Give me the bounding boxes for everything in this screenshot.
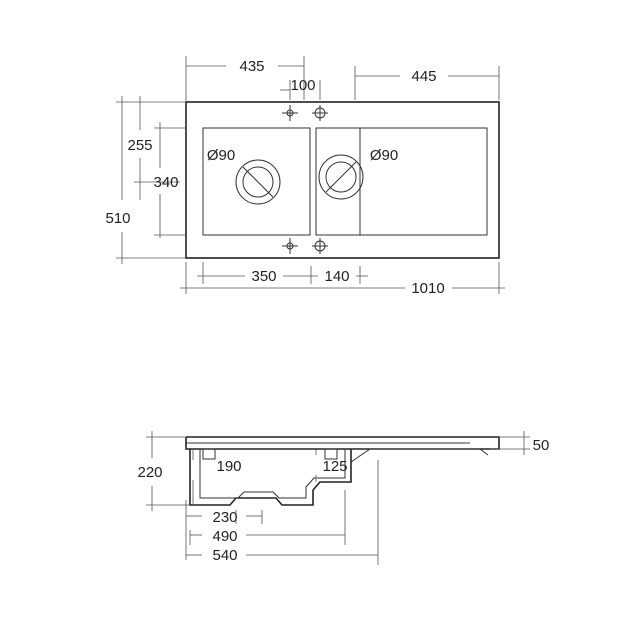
- right-waste-icon: [318, 154, 364, 200]
- plan-left-dimensions: [116, 96, 186, 264]
- dim-50: 50: [533, 437, 550, 454]
- dim-220: 220: [137, 464, 162, 481]
- dim-445: 445: [411, 68, 436, 85]
- dim-255: 255: [127, 137, 152, 154]
- section-dimensions: [146, 431, 530, 565]
- dim-190: 190: [216, 458, 241, 475]
- dim-490: 490: [212, 528, 237, 545]
- dim-230: 230: [212, 509, 237, 526]
- right-bowl-outline: [315, 127, 361, 236]
- dim-435: 435: [239, 58, 264, 75]
- right-waste-fitting: [324, 448, 338, 460]
- section-view: 220 190 125 50 230 490 540: [137, 431, 549, 565]
- dim-1010: 1010: [411, 280, 444, 297]
- section-left-bowl: [189, 449, 352, 506]
- dim-100: 100: [290, 77, 315, 94]
- dim-540: 540: [212, 547, 237, 564]
- left-bowl-outline: [202, 127, 311, 236]
- plan-view: 435 100 445 255 340 510 350 140 1010 Ø90…: [105, 56, 505, 297]
- dim-350: 350: [251, 268, 276, 285]
- dim-340: 340: [153, 174, 178, 191]
- sink-outline: [185, 101, 500, 259]
- plan-top-dimensions: [185, 56, 500, 102]
- drainer-outline: [360, 127, 488, 236]
- left-waste-icon: [235, 159, 281, 205]
- tap-hole-markers: [282, 105, 328, 254]
- dim-140: 140: [324, 268, 349, 285]
- plan-bottom-dimensions: [180, 262, 505, 294]
- dim-510: 510: [105, 210, 130, 227]
- waste-label-left: Ø90: [207, 147, 235, 164]
- dim-125: 125: [322, 458, 347, 475]
- waste-label-right: Ø90: [370, 147, 398, 164]
- left-waste-fitting: [202, 448, 216, 460]
